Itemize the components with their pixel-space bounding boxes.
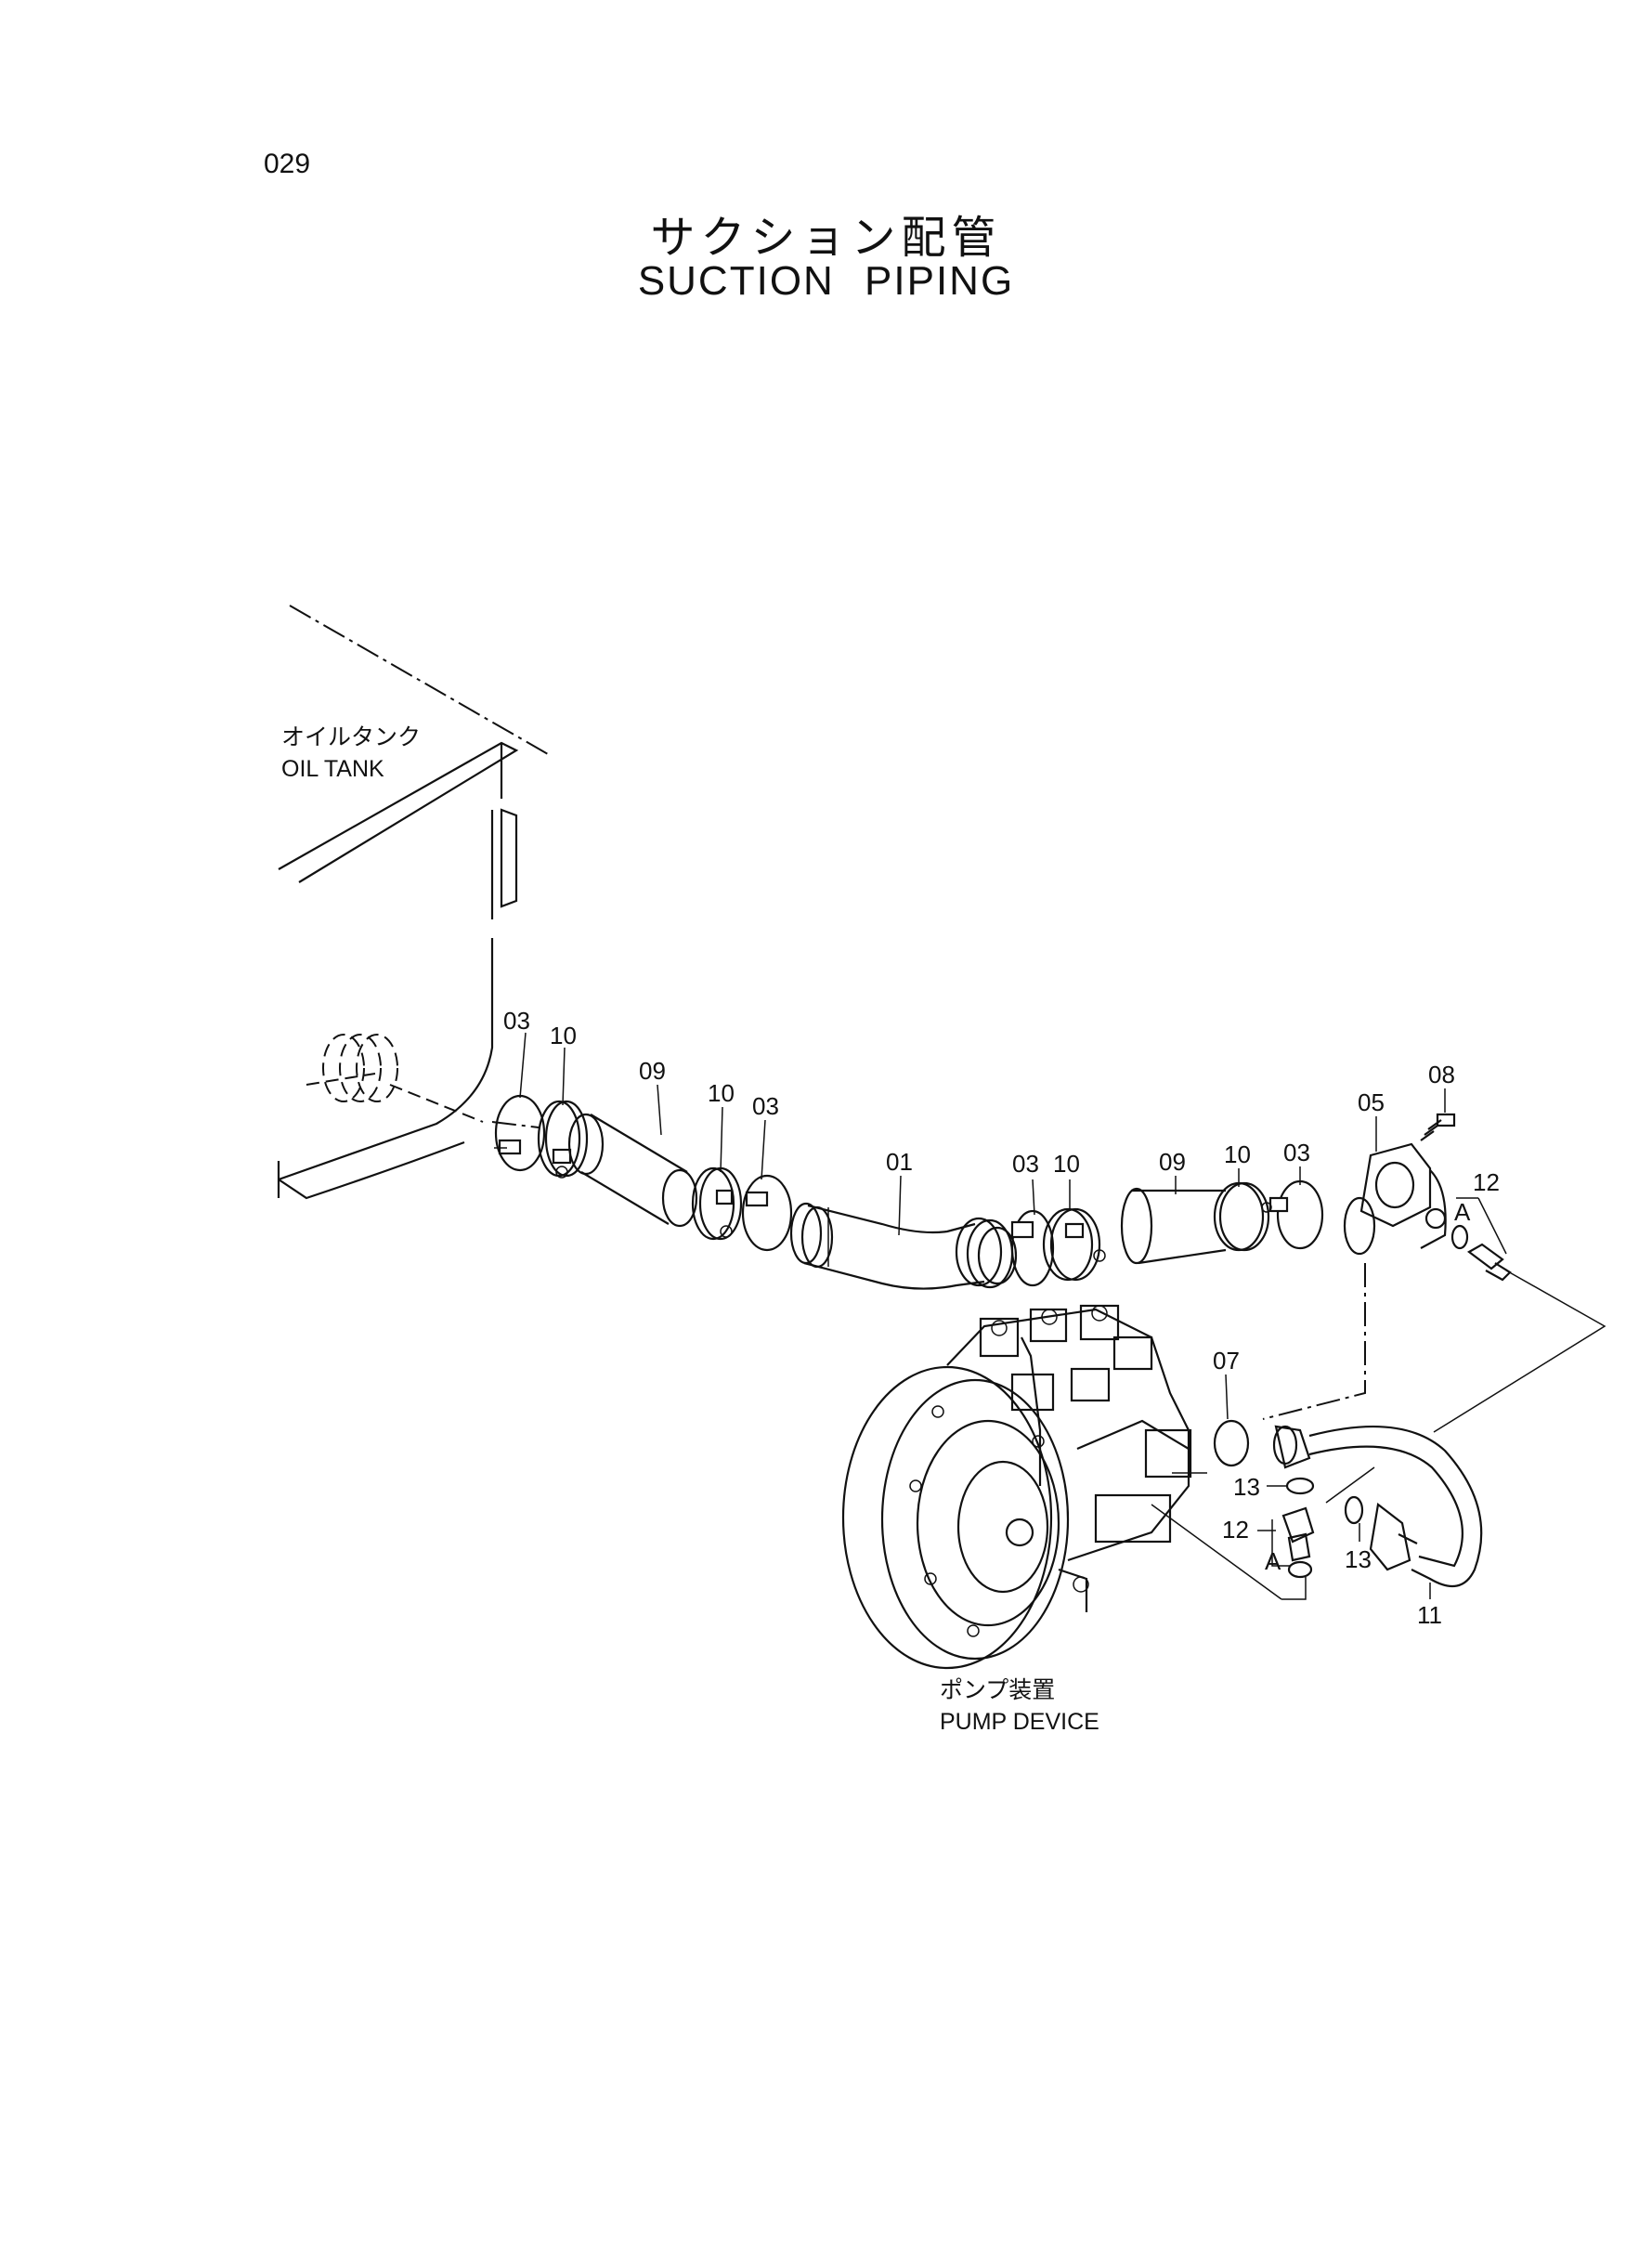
band-10-right	[1213, 1181, 1270, 1252]
pump-device-label-en: PUMP DEVICE	[940, 1709, 1099, 1735]
suction-hose-09-right	[1120, 1187, 1227, 1265]
callout-10: 10	[1053, 1150, 1080, 1178]
callout-11: 11	[1417, 1601, 1442, 1629]
adapter-12-top	[1467, 1243, 1512, 1282]
callout-03: 03	[1012, 1150, 1039, 1178]
hose-assembly-11	[1272, 1425, 1483, 1588]
band-10-middle	[1042, 1207, 1106, 1282]
leader-A-top	[1456, 1197, 1507, 1255]
title-japanese: サクション配管	[650, 212, 1002, 264]
o-ring-A-lower	[1287, 1560, 1313, 1579]
callout-13: 13	[1233, 1473, 1260, 1501]
o-ring-13-top	[1450, 1224, 1469, 1250]
hose-clamp-03-left-2	[741, 1174, 793, 1252]
adapter-12-lower	[1281, 1506, 1315, 1562]
pump-device-label-jp: ポンプ装置	[940, 1677, 1055, 1703]
callout-01: 01	[886, 1148, 913, 1176]
callout-03: 03	[752, 1092, 779, 1120]
callout-10: 10	[550, 1022, 577, 1049]
bolt-08	[1420, 1113, 1456, 1141]
callout-12: 12	[1222, 1516, 1249, 1544]
callout-08: 08	[1428, 1061, 1455, 1088]
band-10-left	[537, 1100, 589, 1179]
band-10-left-2	[691, 1166, 743, 1241]
callout-A: A	[1265, 1547, 1281, 1575]
hose-clamp-03-right	[1261, 1179, 1324, 1250]
pump-device	[841, 1304, 1192, 1670]
callout-05: 05	[1358, 1088, 1385, 1116]
title-english: SUCTION PIPING	[637, 258, 1015, 304]
oil-tank	[277, 605, 549, 1200]
callout-03: 03	[503, 1007, 530, 1035]
o-ring-07	[1213, 1419, 1250, 1467]
hose-clamp-03-middle	[1010, 1209, 1055, 1287]
hose-clamp-03-left	[494, 1094, 546, 1172]
oil-tank-label-en: OIL TANK	[281, 756, 384, 782]
callout-13: 13	[1345, 1545, 1372, 1573]
callout-numbers: 03 10 09 10 03 01 03 10 09 10 03 05 08 1…	[503, 1007, 1500, 1629]
oil-tank-label-jp: オイルタンク	[281, 724, 421, 750]
o-ring-13-lower-right	[1344, 1495, 1364, 1525]
callout-09: 09	[639, 1057, 666, 1085]
callout-07: 07	[1213, 1347, 1240, 1375]
callout-12: 12	[1473, 1168, 1500, 1196]
callout-A: A	[1454, 1198, 1471, 1226]
callout-10: 10	[708, 1079, 735, 1107]
suction-pipe-01	[789, 1202, 1018, 1290]
page-number: 029	[264, 149, 311, 179]
o-ring-13-lower-left	[1285, 1477, 1315, 1495]
suction-hose-09-left	[567, 1113, 698, 1228]
callout-09: 09	[1159, 1148, 1186, 1176]
tank-outlet-port	[306, 1034, 484, 1123]
flange-elbow-05	[1343, 1142, 1447, 1256]
callout-leaders	[519, 1032, 1446, 1599]
callout-10: 10	[1224, 1140, 1251, 1168]
callout-03: 03	[1283, 1139, 1310, 1166]
